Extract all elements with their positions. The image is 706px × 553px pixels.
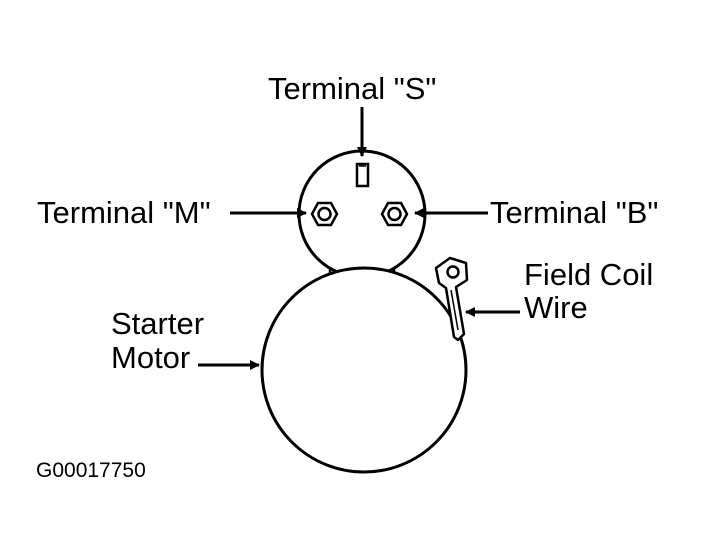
terminal-s — [355, 162, 370, 188]
terminal-s-label: Terminal "S" — [268, 71, 437, 106]
field-coil-label-line1: Field Coil — [524, 257, 654, 292]
starter-motor-label-line1: Starter — [111, 306, 205, 341]
field-coil-wire — [434, 256, 469, 342]
starter-motor-body — [260, 266, 468, 474]
terminal-m — [310, 201, 339, 227]
figure-id: G00017750 — [36, 459, 146, 482]
terminal-m-label: Terminal "M" — [37, 195, 211, 230]
terminal-b-label: Terminal "B" — [490, 195, 659, 230]
field-coil-label-line2: Wire — [524, 290, 588, 325]
starter-motor-label-line2: Motor — [111, 340, 191, 375]
terminal-b — [380, 201, 409, 227]
